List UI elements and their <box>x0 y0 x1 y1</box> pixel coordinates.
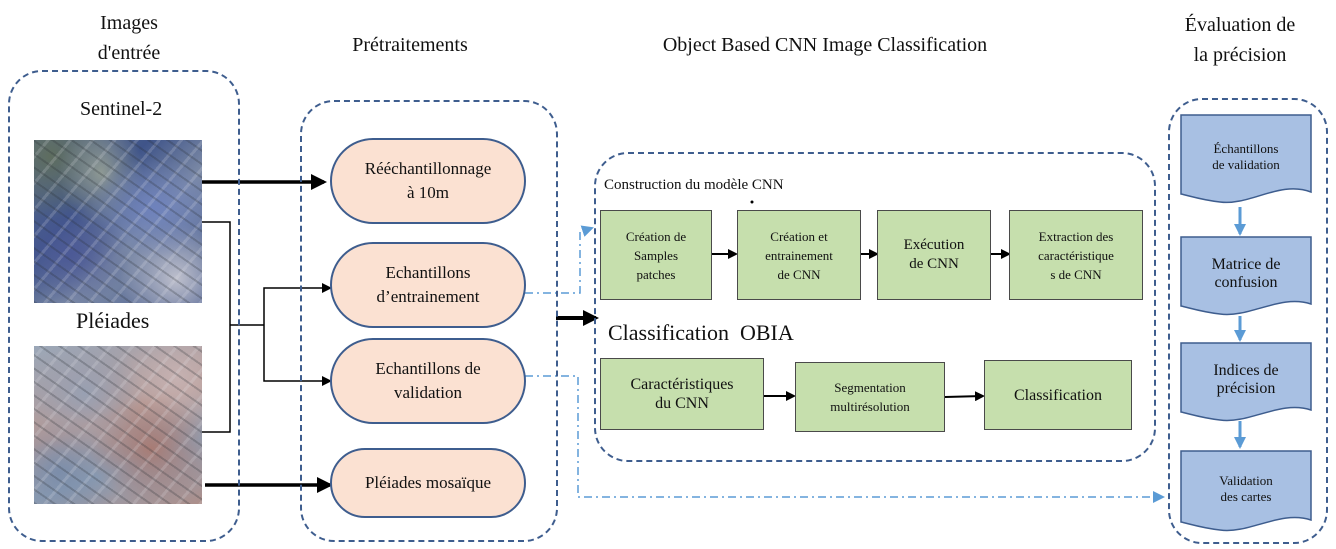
document-shape <box>1180 342 1312 422</box>
step-pleiades-mosaic: Pléiades mosaïque <box>330 448 526 518</box>
label-sentinel-2: Sentinel-2 <box>80 98 163 120</box>
label-cnn-construction: Construction du modèle CNN <box>604 177 784 193</box>
pleiades-image <box>34 346 202 504</box>
group-input-images <box>8 70 240 542</box>
doc-accuracy-indices: Indices de précision <box>1180 342 1312 426</box>
obia-step-segmentation: Segmentation multirésolution <box>795 362 945 432</box>
group-accuracy <box>1168 98 1328 544</box>
connector-bracket-images <box>202 221 231 433</box>
link-training-to-cnn <box>525 225 594 294</box>
obia-step-classification: Classification <box>984 360 1132 430</box>
label-obia: Classification OBIA <box>608 320 794 345</box>
cnn-step-samples-patches: Création de Samples patches <box>600 210 712 300</box>
acc-step-accuracy-indices: Indices de précision <box>1213 362 1279 397</box>
arrow-to-training-samples <box>263 283 332 325</box>
doc-confusion-matrix: Matrice de confusion <box>1180 236 1312 320</box>
arrow-obia-step2-3 <box>944 391 985 402</box>
sentinel-2-image <box>34 140 202 303</box>
group-preprocessing <box>300 100 558 542</box>
link-validation-to-accuracy <box>525 375 1165 503</box>
doc-map-validation: Validation des cartes <box>1180 450 1312 536</box>
step-validation-samples: Echantillons de validation <box>330 338 526 424</box>
title-preprocessing: Prétraitements <box>352 34 468 56</box>
cnn-step-feature-extraction: Extraction des caractéristique s de CNN <box>1009 210 1143 300</box>
obia-step-cnn-features: Caractéristiques du CNN <box>600 358 764 430</box>
title-accuracy: Évaluation de la précision <box>1184 14 1296 66</box>
acc-step-validation-samples: Échantillons de validation <box>1212 141 1280 172</box>
doc-validation-samples: Échantillons de validation <box>1180 114 1312 210</box>
step-resampling: Rééchantillonnage à 10m <box>330 138 526 224</box>
acc-step-map-validation: Validation des cartes <box>1219 473 1273 504</box>
document-shape <box>1180 236 1312 316</box>
title-input-images: Images d'entrée <box>97 12 161 64</box>
acc-step-confusion-matrix: Matrice de confusion <box>1211 256 1281 291</box>
document-shape <box>1180 114 1312 204</box>
group-cnn-classification <box>594 152 1156 462</box>
cnn-step-training: Création et entrainement de CNN <box>737 210 861 300</box>
document-shape <box>1180 450 1312 532</box>
arrow-to-validation-samples <box>263 325 332 386</box>
cnn-step-execution: Exécution de CNN <box>877 210 991 300</box>
step-training-samples: Echantillons d’entrainement <box>330 242 526 328</box>
title-classification: Object Based CNN Image Classification <box>662 34 988 56</box>
label-pleiades: Pléiades <box>76 308 150 333</box>
stray-dot <box>750 200 754 204</box>
